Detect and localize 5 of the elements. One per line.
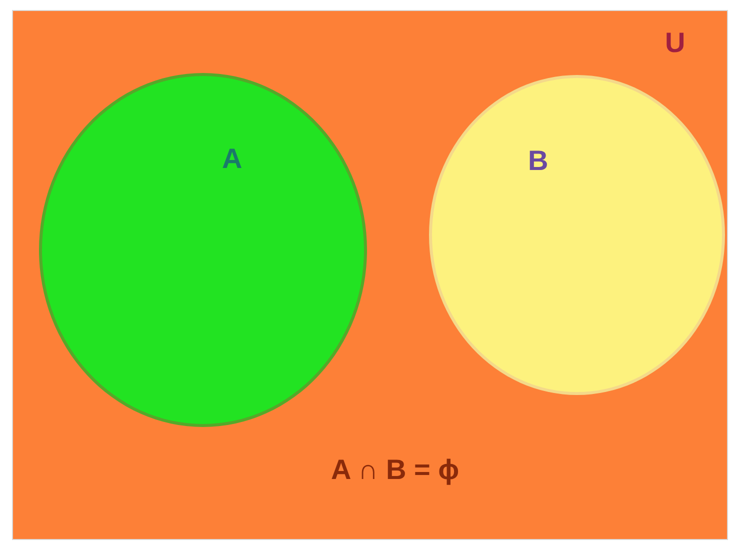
set-label: A: [222, 142, 242, 176]
formula-text: A ∩ B = ϕ: [331, 453, 460, 487]
set-label: B: [528, 144, 548, 178]
universal-set-rectangle: [12, 10, 728, 540]
set-label: U: [665, 29, 686, 57]
